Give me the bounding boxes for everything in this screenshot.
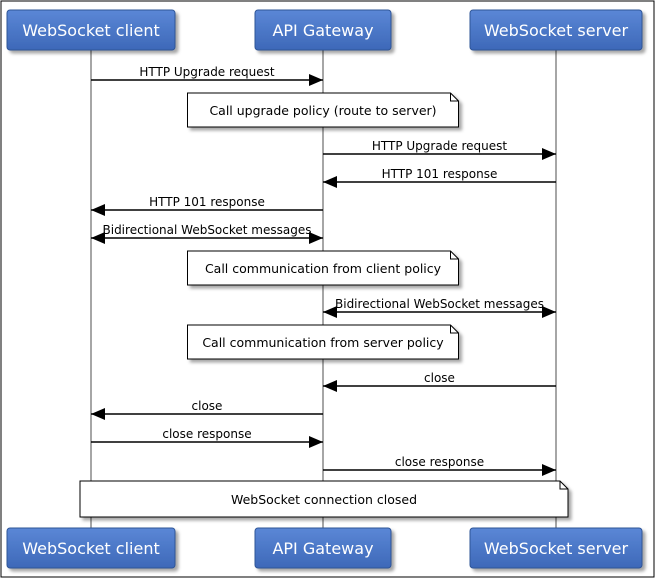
actor-box [254, 9, 392, 51]
actor-top-client: WebSocket client [6, 9, 176, 51]
actor-label: WebSocket client [22, 539, 159, 558]
arrowhead [91, 408, 105, 420]
note-label: Call communication from client policy [205, 261, 442, 276]
message: close response [323, 455, 556, 476]
arrowhead [542, 306, 556, 318]
note-box [187, 250, 459, 286]
actor-bottom-client: WebSocket client [6, 527, 176, 569]
actor-bottom-gateway: API Gateway [254, 527, 392, 569]
actor-label: API Gateway [272, 539, 373, 558]
note-label: Call communication from server policy [202, 335, 444, 350]
actors-bottom: WebSocket client API Gateway WebSocket ser… [6, 527, 643, 569]
message-label: Bidirectional WebSocket messages [335, 297, 544, 311]
note: Call communication from client policy [187, 250, 459, 286]
actor-top-gateway: API Gateway [254, 9, 392, 51]
actors-top: WebSocket client API Gateway WebSocket ser… [6, 9, 643, 51]
message: close [91, 399, 323, 420]
arrowhead [91, 204, 105, 216]
message-label: HTTP Upgrade request [139, 65, 275, 79]
note: Call upgrade policy (route to server) [187, 92, 459, 128]
note: Call communication from server policy [187, 324, 459, 360]
message: HTTP Upgrade request [91, 65, 323, 86]
arrowhead [309, 74, 323, 86]
message-label: HTTP Upgrade request [372, 139, 508, 153]
arrowhead [542, 148, 556, 160]
message-label: close response [162, 427, 251, 441]
note-fold [450, 93, 459, 102]
note-fold [559, 481, 568, 490]
actor-label: WebSocket client [22, 21, 159, 40]
message: HTTP Upgrade request [323, 139, 556, 160]
note-fold [450, 325, 459, 334]
note-label: WebSocket connection closed [231, 492, 417, 507]
note: WebSocket connection closed [79, 480, 569, 518]
message: Bidirectional WebSocket messages [323, 297, 556, 318]
actor-label: WebSocket server [484, 539, 629, 558]
actor-box [254, 527, 392, 569]
lifelines [90, 50, 557, 528]
message: close response [91, 427, 323, 448]
arrowhead [309, 436, 323, 448]
actor-box [6, 527, 176, 569]
actor-label: WebSocket server [484, 21, 629, 40]
note-box [187, 324, 459, 360]
actor-box [469, 527, 643, 569]
arrowhead [91, 232, 105, 244]
arrowhead [323, 380, 337, 392]
message-label: HTTP 101 response [149, 195, 265, 209]
message: HTTP 101 response [91, 195, 323, 216]
actor-box [469, 9, 643, 51]
arrowhead [542, 464, 556, 476]
message-label: Bidirectional WebSocket messages [103, 223, 312, 237]
note-fold [450, 251, 459, 260]
message-label: close response [395, 455, 484, 469]
actor-bottom-server: WebSocket server [469, 527, 643, 569]
note-label: Call upgrade policy (route to server) [209, 103, 436, 118]
note-box [79, 480, 569, 518]
message: HTTP 101 response [323, 167, 556, 188]
arrowhead [309, 232, 323, 244]
actor-box [6, 9, 176, 51]
message: Bidirectional WebSocket messages [91, 223, 323, 244]
actor-top-server: WebSocket server [469, 9, 643, 51]
message: close [323, 371, 556, 392]
message-label: close [192, 399, 223, 413]
arrowhead [323, 176, 337, 188]
actor-label: API Gateway [272, 21, 373, 40]
message-label: HTTP 101 response [382, 167, 498, 181]
message-label: close [424, 371, 455, 385]
arrowhead [323, 306, 337, 318]
note-box [187, 92, 459, 128]
